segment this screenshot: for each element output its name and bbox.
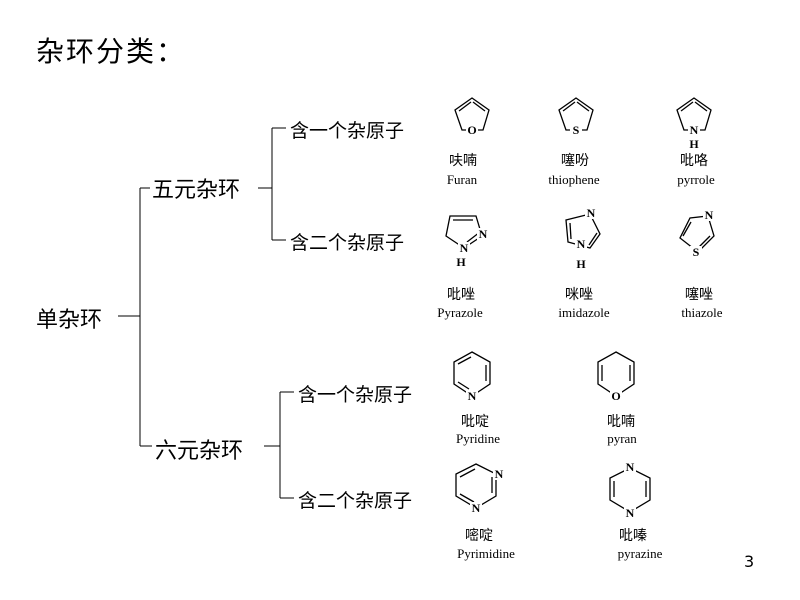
five-one-hetero-node: 含一个杂原子 bbox=[290, 120, 405, 142]
thiophene-en-label: thiophene bbox=[548, 172, 600, 187]
thiazole-structure: N S bbox=[679, 208, 715, 259]
pyrazine-structure: N N bbox=[609, 460, 651, 520]
pyrazole-h: H bbox=[456, 255, 466, 269]
pyrimidine-structure: N N bbox=[455, 463, 505, 515]
pyrazine-en-label: pyrazine bbox=[617, 546, 663, 561]
imidazole-en-label: imidazole bbox=[558, 305, 610, 320]
five-two-hetero-node: 含二个杂原子 bbox=[290, 232, 405, 254]
five-membered-node: 五元杂环 bbox=[152, 178, 241, 203]
pyridine-atom: N bbox=[468, 389, 477, 403]
imidazole-atom-1: N bbox=[587, 206, 596, 220]
thiazole-atom-2: S bbox=[693, 245, 700, 259]
pyrimidine-atom-1: N bbox=[495, 467, 504, 481]
pyrimidine-en-label: Pyrimidine bbox=[457, 546, 515, 561]
pyrazine-atom-1: N bbox=[626, 460, 635, 474]
imidazole-structure: N N H bbox=[565, 206, 601, 271]
thiazole-cn-label: 噻唑 bbox=[685, 287, 713, 303]
thiophene-atom: S bbox=[573, 123, 580, 137]
six-two-hetero-node: 含二个杂原子 bbox=[298, 490, 413, 512]
thiazole-en-label: thiazole bbox=[681, 305, 723, 320]
furan-structure: O bbox=[454, 97, 490, 137]
pyrimidine-atom-2: N bbox=[472, 501, 481, 515]
root-node: 单杂环 bbox=[36, 308, 103, 333]
pyrrole-cn-label: 吡咯 bbox=[680, 153, 708, 169]
pyrazole-structure: N N H bbox=[445, 215, 490, 269]
pyrazole-atom-2: N bbox=[460, 241, 469, 255]
six-membered-node: 六元杂环 bbox=[155, 439, 244, 464]
pyran-cn-label: 吡喃 bbox=[607, 414, 635, 430]
thiophene-structure: S bbox=[558, 97, 594, 137]
pyrrole-atom: N bbox=[690, 123, 699, 137]
page-number: 3 bbox=[744, 552, 755, 571]
pyrazole-en-label: Pyrazole bbox=[437, 305, 483, 320]
pyridine-structure: N bbox=[453, 351, 491, 403]
pyridine-en-label: Pyridine bbox=[455, 431, 501, 446]
pyrazine-cn-label: 吡嗪 bbox=[619, 528, 647, 544]
pyran-structure: O bbox=[597, 351, 635, 403]
furan-en-label: Furan bbox=[446, 172, 478, 187]
furan-atom: O bbox=[467, 123, 476, 137]
pyran-en-label: pyran bbox=[607, 431, 637, 446]
thiazole-atom-1: N bbox=[705, 208, 714, 222]
furan-cn-label: 呋喃 bbox=[449, 153, 477, 169]
pyrazine-atom-2: N bbox=[626, 506, 635, 520]
pyrrole-en-label: pyrrole bbox=[677, 172, 715, 187]
pyridine-cn-label: 吡啶 bbox=[461, 414, 489, 430]
slide-title: 杂环分类： bbox=[36, 35, 187, 68]
pyrimidine-cn-label: 嘧啶 bbox=[465, 528, 493, 544]
pyrazole-atom-1: N bbox=[479, 227, 488, 241]
imidazole-atom-2: N bbox=[577, 237, 586, 251]
pyrrole-h: H bbox=[689, 137, 699, 151]
six-one-hetero-node: 含一个杂原子 bbox=[298, 384, 413, 406]
thiophene-cn-label: 噻吩 bbox=[561, 153, 589, 169]
pyran-atom: O bbox=[611, 389, 620, 403]
imidazole-cn-label: 咪唑 bbox=[565, 287, 593, 303]
pyrazole-cn-label: 吡唑 bbox=[447, 287, 475, 303]
imidazole-h: H bbox=[576, 257, 586, 271]
pyrrole-structure: N H bbox=[676, 97, 712, 151]
